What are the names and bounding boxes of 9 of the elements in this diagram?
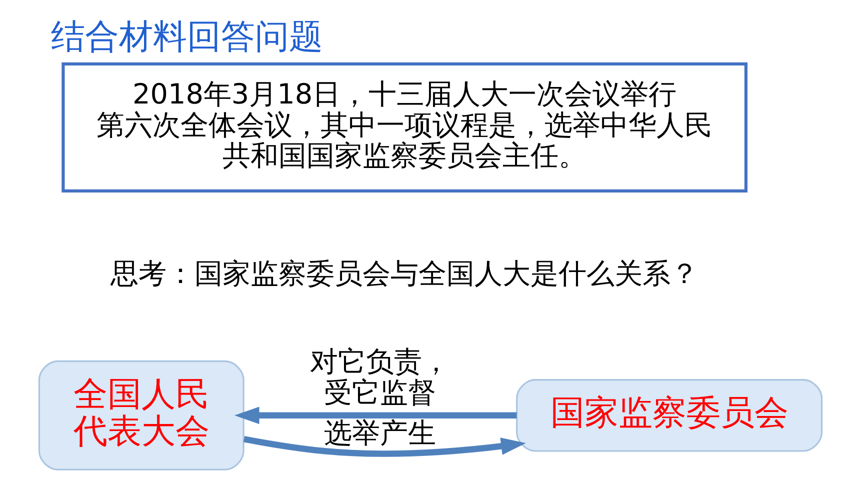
- diagram-title: 结合材料回答问题: [50, 16, 323, 57]
- node-box: 全国人民代表大会: [38, 360, 244, 470]
- node-box: 2018年3月18日，十三届人大一次会议举行第六次全体会议，其中一项议程是，选举中华人民共和国国家监察委员会主任。: [61, 62, 747, 192]
- edge-label: 对它负责，受它监督: [310, 345, 450, 410]
- node-box: 国家监察委员会: [516, 379, 822, 452]
- label: 思考：国家监察委员会与全国人大是什么关系？: [110, 256, 698, 290]
- edge-label: 选举产生: [324, 416, 436, 450]
- arrow: [234, 406, 516, 424]
- arrow: [242, 436, 526, 457]
